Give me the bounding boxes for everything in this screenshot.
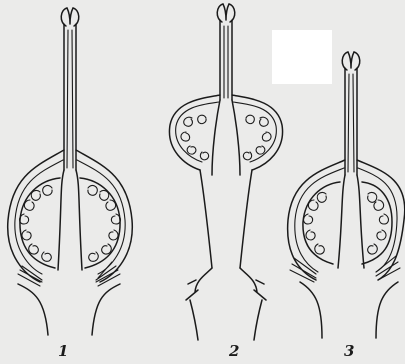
- specimen-1: [8, 8, 133, 335]
- figure-number-1: 1: [58, 344, 68, 359]
- specimen-3: [288, 52, 405, 338]
- figure-number-2: 2: [229, 344, 239, 359]
- figure-number-3: 3: [344, 344, 354, 359]
- specimen-2: [169, 4, 282, 340]
- blank-rectangle: [272, 30, 332, 84]
